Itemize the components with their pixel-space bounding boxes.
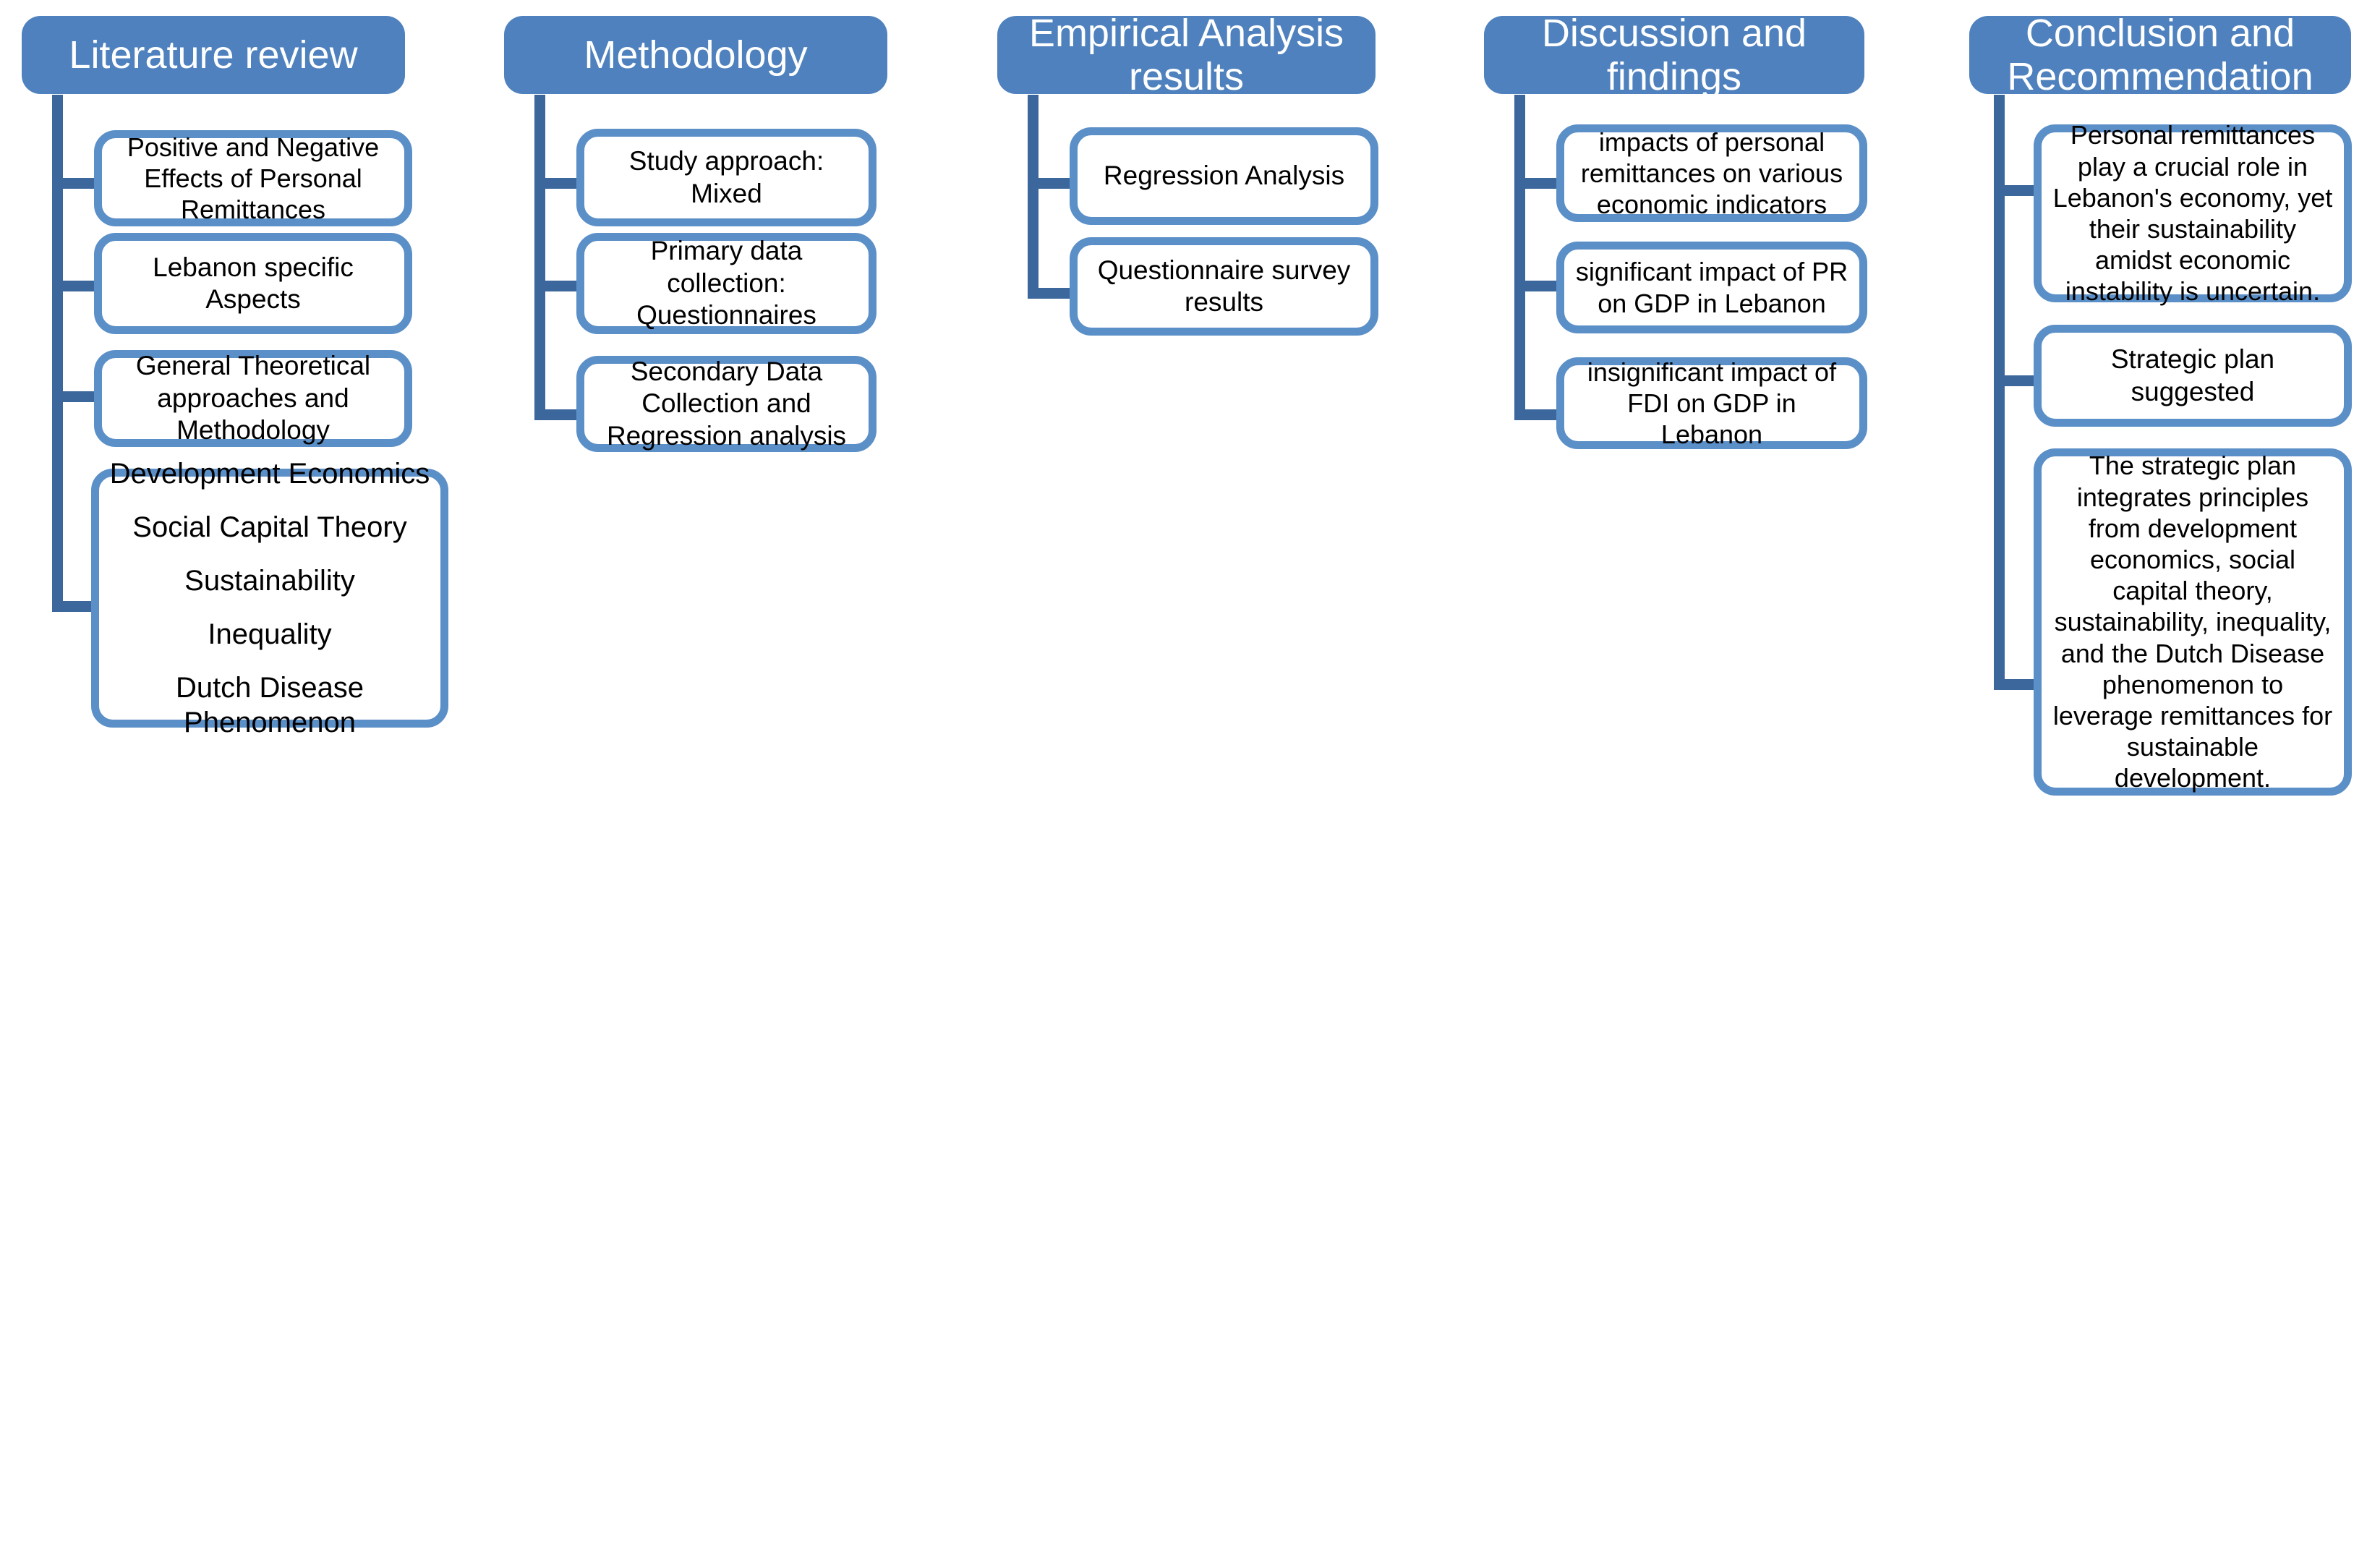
- node-text: significant impact of PR on GDP in Leban…: [1575, 257, 1848, 318]
- node-text: Regression Analysis: [1103, 161, 1345, 191]
- node-significant-pr-gdp[interactable]: significant impact of PR on GDP in Leban…: [1556, 242, 1867, 333]
- connector-stub-df-3: [1514, 409, 1562, 420]
- connector-stub-ea-2: [1028, 288, 1075, 299]
- node-text: Lebanon specific Aspects: [153, 252, 354, 314]
- node-text: insignificant impact of FDI on GDP in Le…: [1587, 357, 1837, 450]
- connector-trunk-literature-review: [52, 95, 63, 612]
- connector-stub-cr-3: [1994, 679, 2042, 690]
- connector-trunk-empirical: [1028, 95, 1039, 299]
- node-remittances-crucial-role[interactable]: Personal remittances play a crucial role…: [2034, 120, 2352, 306]
- node-text: Personal remittances play a crucial role…: [2052, 120, 2333, 307]
- node-theory-list[interactable]: Development Economics Social Capital The…: [91, 458, 448, 738]
- node-insignificant-fdi-gdp[interactable]: insignificant impact of FDI on GDP in Le…: [1556, 357, 1867, 449]
- line-gap: [109, 491, 430, 510]
- theory-line-2: Social Capital Theory: [132, 511, 407, 543]
- node-text: Study approach: Mixed: [628, 146, 824, 208]
- connector-stub-cr-1: [1994, 185, 2042, 196]
- node-study-approach[interactable]: Study approach: Mixed: [576, 129, 877, 226]
- theory-line-5: Dutch Disease Phenomenon: [175, 672, 364, 738]
- node-text: Strategic plan suggested: [2110, 344, 2275, 406]
- node-regression-analysis[interactable]: Regression Analysis: [1070, 127, 1378, 225]
- node-strategic-plan-details[interactable]: The strategic plan integrates principles…: [2034, 448, 2352, 796]
- node-strategic-plan-suggested[interactable]: Strategic plan suggested: [2034, 325, 2352, 427]
- node-text: Positive and Negative Effects of Persona…: [127, 132, 380, 225]
- connector-stub-me-3: [534, 409, 582, 420]
- node-text: Questionnaire survey results: [1097, 255, 1351, 317]
- node-secondary-data-collection[interactable]: Secondary Data Collection and Regression…: [576, 356, 877, 452]
- node-text: The strategic plan integrates principles…: [2052, 451, 2333, 793]
- node-primary-data-collection[interactable]: Primary data collection: Questionnaires: [576, 233, 877, 334]
- connector-stub-lr-2: [52, 281, 100, 291]
- line-gap: [109, 652, 430, 670]
- connector-stub-df-1: [1514, 178, 1562, 189]
- connector-stub-lr-4: [52, 601, 100, 612]
- connector-stub-ea-1: [1028, 178, 1075, 189]
- connector-stub-me-1: [534, 178, 582, 189]
- connector-trunk-discussion: [1514, 95, 1525, 420]
- node-questionnaire-survey-results[interactable]: Questionnaire survey results: [1070, 237, 1378, 336]
- header-empirical-analysis-results[interactable]: Empirical Analysis results: [997, 12, 1376, 98]
- node-lebanon-specific-aspects[interactable]: Lebanon specific Aspects: [94, 233, 412, 334]
- theory-line-4: Inequality: [208, 618, 332, 650]
- connector-stub-df-2: [1514, 281, 1562, 291]
- connector-stub-lr-1: [52, 178, 100, 189]
- header-literature-review[interactable]: Literature review: [22, 16, 405, 94]
- connector-trunk-methodology: [534, 95, 545, 420]
- node-text: impacts of personal remittances on vario…: [1580, 127, 1843, 220]
- node-general-theoretical-approaches[interactable]: General Theoretical approaches and Metho…: [94, 350, 412, 447]
- node-text-list: Development Economics Social Capital The…: [109, 456, 430, 740]
- node-impacts-on-indicators[interactable]: impacts of personal remittances on vario…: [1556, 124, 1867, 222]
- connector-stub-lr-3: [52, 391, 100, 402]
- theory-line-3: Sustainability: [184, 565, 355, 597]
- connector-trunk-conclusion: [1994, 95, 2005, 688]
- line-gap: [109, 598, 430, 617]
- connector-stub-me-2: [534, 281, 582, 291]
- line-gap: [109, 545, 430, 563]
- node-text: Primary data collection: Questionnaires: [636, 236, 816, 331]
- node-text: Secondary Data Collection and Regression…: [606, 356, 847, 451]
- node-positive-negative-effects[interactable]: Positive and Negative Effects of Persona…: [94, 130, 412, 226]
- connector-stub-cr-2: [1994, 375, 2042, 386]
- header-conclusion-and-recommendation[interactable]: Conclusion and Recommendation: [1969, 12, 2351, 98]
- node-text: General Theoretical approaches and Metho…: [135, 351, 371, 446]
- theory-line-1: Development Economics: [109, 458, 430, 490]
- header-discussion-and-findings[interactable]: Discussion and findings: [1484, 12, 1864, 98]
- header-methodology[interactable]: Methodology: [504, 16, 887, 94]
